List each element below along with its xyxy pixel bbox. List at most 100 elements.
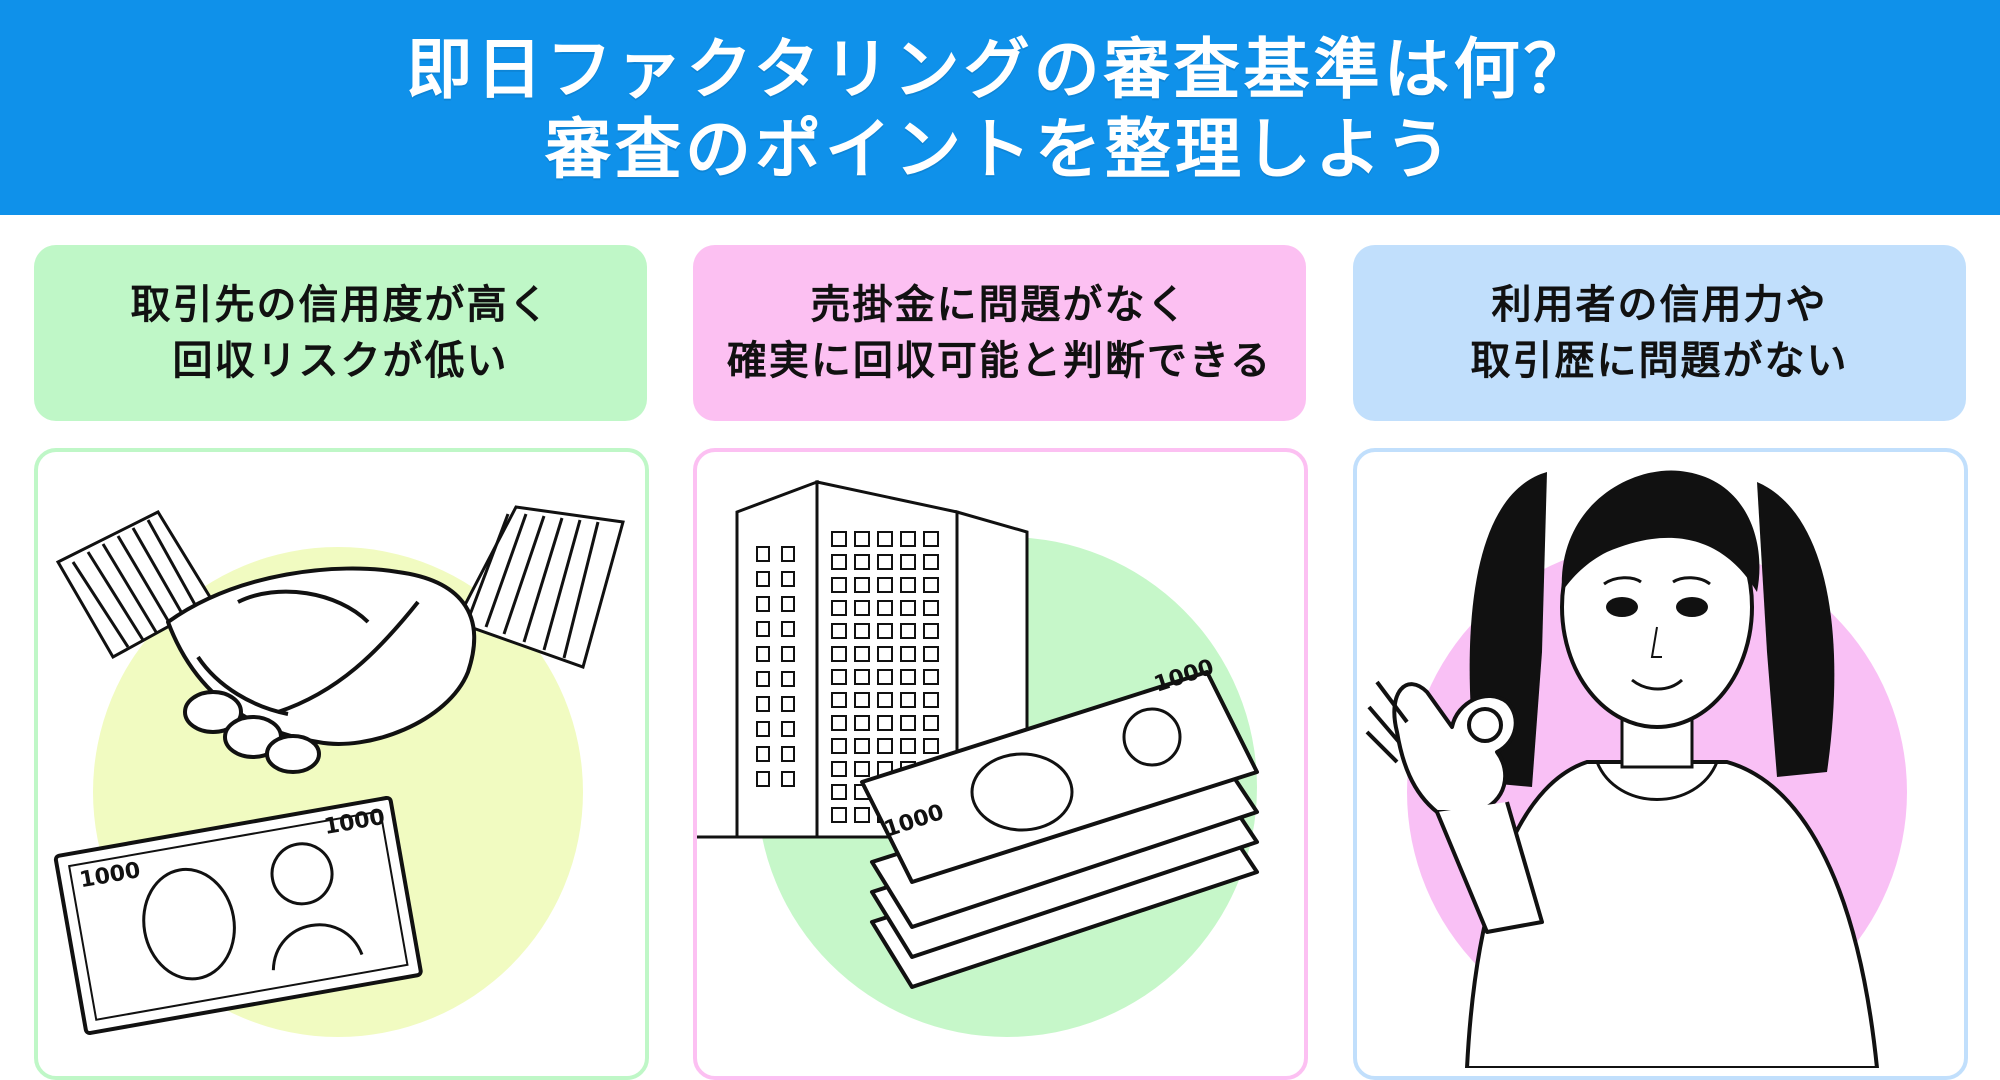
building-window bbox=[923, 554, 939, 570]
building-window bbox=[831, 715, 847, 731]
building-window bbox=[923, 669, 939, 685]
building-window bbox=[756, 596, 770, 612]
building-window bbox=[877, 692, 893, 708]
building-window bbox=[756, 546, 770, 562]
handshake-illustration: 1000 1000 bbox=[53, 505, 625, 1037]
building-window bbox=[756, 746, 770, 762]
building-window bbox=[877, 646, 893, 662]
building-window bbox=[781, 621, 795, 637]
building-window bbox=[831, 784, 847, 800]
building-window bbox=[923, 692, 939, 708]
building-window bbox=[831, 807, 847, 823]
building-window bbox=[854, 738, 870, 754]
building-window bbox=[854, 554, 870, 570]
caption-card-2: 売掛金に問題がなく 確実に回収可能と判断できる bbox=[693, 245, 1306, 421]
building-window bbox=[923, 623, 939, 639]
building-window bbox=[923, 715, 939, 731]
building-window bbox=[877, 531, 893, 547]
building-window bbox=[877, 715, 893, 731]
ok-hand-icon bbox=[1365, 680, 1544, 934]
building-window bbox=[854, 623, 870, 639]
mouth-smile bbox=[1631, 678, 1684, 691]
illustration-panel-3 bbox=[1353, 448, 1968, 1080]
building-window bbox=[854, 761, 870, 777]
building-window bbox=[831, 646, 847, 662]
building-window bbox=[923, 531, 939, 547]
banknote-stack: 1000 1000 bbox=[860, 655, 1259, 989]
building-window bbox=[900, 692, 916, 708]
building-window bbox=[900, 554, 916, 570]
building-window bbox=[877, 600, 893, 616]
building-window bbox=[877, 577, 893, 593]
building-window bbox=[756, 646, 770, 662]
building-window bbox=[781, 721, 795, 737]
building-window bbox=[831, 531, 847, 547]
header-title-line1: 即日ファクタリングの審査基準は何？ bbox=[406, 31, 1594, 108]
building-window bbox=[756, 696, 770, 712]
building-window bbox=[877, 554, 893, 570]
building-window bbox=[923, 600, 939, 616]
building-window bbox=[900, 531, 916, 547]
building-window bbox=[854, 715, 870, 731]
right-eyebrow bbox=[1672, 576, 1711, 586]
building-window bbox=[781, 571, 795, 587]
banknote: 1000 1000 bbox=[53, 795, 423, 1035]
building-window bbox=[900, 623, 916, 639]
caption-card-3: 利用者の信用力や 取引歴に問題がない bbox=[1353, 245, 1966, 421]
building-window bbox=[831, 577, 847, 593]
caption-card-1: 取引先の信用度が高く 回収リスクが低い bbox=[34, 245, 647, 421]
building-window bbox=[781, 746, 795, 762]
building-window bbox=[877, 738, 893, 754]
building-window bbox=[900, 715, 916, 731]
building-window bbox=[900, 738, 916, 754]
building-window bbox=[854, 669, 870, 685]
building-window bbox=[854, 692, 870, 708]
left-eye bbox=[1606, 597, 1638, 617]
building-window bbox=[756, 721, 770, 737]
building-window bbox=[900, 577, 916, 593]
building-window bbox=[877, 623, 893, 639]
building-window bbox=[781, 696, 795, 712]
building-illustration: 1000 1000 bbox=[697, 479, 1259, 1037]
caption-2-line2: 確実に回収可能と判断できる bbox=[726, 338, 1273, 384]
building-window bbox=[923, 738, 939, 754]
building-window bbox=[781, 546, 795, 562]
caption-1-line2: 回収リスクが低い bbox=[172, 338, 509, 384]
building-window bbox=[831, 669, 847, 685]
building-window bbox=[854, 531, 870, 547]
collar bbox=[1595, 761, 1719, 801]
building-window bbox=[900, 646, 916, 662]
hair-bangs bbox=[1561, 470, 1760, 592]
caption-3-line2: 取引歴に問題がない bbox=[1470, 338, 1849, 384]
building-window bbox=[923, 646, 939, 662]
header-banner: 即日ファクタリングの審査基準は何？ 審査のポイントを整理しよう bbox=[0, 0, 2000, 215]
illustration-panel-2: 1000 1000 bbox=[693, 448, 1308, 1080]
building-window bbox=[854, 646, 870, 662]
building-window bbox=[877, 669, 893, 685]
building-window bbox=[781, 596, 795, 612]
header-title-line2: 審査のポイントを整理しよう bbox=[545, 111, 1455, 188]
building-window bbox=[831, 554, 847, 570]
building-window bbox=[854, 577, 870, 593]
building-window bbox=[781, 671, 795, 687]
building-window bbox=[756, 671, 770, 687]
building-window bbox=[756, 771, 770, 787]
building-window bbox=[900, 669, 916, 685]
caption-3-line1: 利用者の信用力や bbox=[1491, 282, 1828, 328]
caption-2-line1: 売掛金に問題がなく bbox=[810, 282, 1189, 328]
building-window bbox=[831, 623, 847, 639]
nose bbox=[1650, 626, 1662, 658]
right-eye bbox=[1676, 597, 1708, 617]
building-window bbox=[781, 771, 795, 787]
building-window bbox=[854, 600, 870, 616]
left-eyebrow bbox=[1603, 576, 1642, 586]
building-window bbox=[831, 738, 847, 754]
building-window bbox=[831, 692, 847, 708]
building-window bbox=[831, 761, 847, 777]
clasped-hands bbox=[166, 566, 477, 774]
building-window bbox=[756, 621, 770, 637]
building-window bbox=[831, 600, 847, 616]
building-window bbox=[756, 571, 770, 587]
illustration-panel-1: 1000 1000 bbox=[34, 448, 649, 1080]
building-window bbox=[854, 807, 870, 823]
